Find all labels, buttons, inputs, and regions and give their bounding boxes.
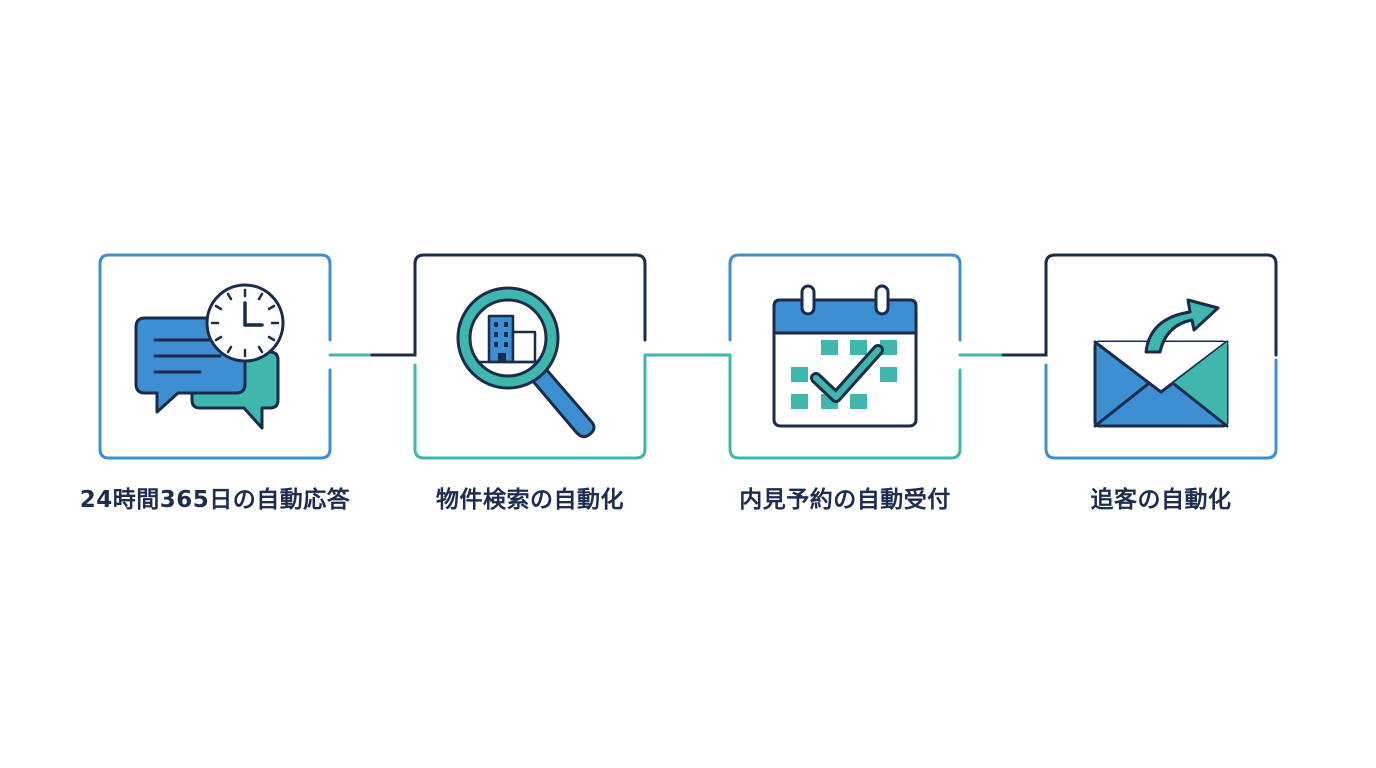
calendar-check-icon [772, 284, 918, 428]
chat-clock-icon [134, 283, 285, 430]
envelope-forward-icon [1093, 298, 1229, 428]
step-label-4: 追客の自動化 [1090, 487, 1232, 513]
magnifier-building-icon [456, 286, 596, 439]
connector-1-2 [328, 293, 417, 357]
connector-2-3 [643, 353, 732, 417]
step-label-2: 物件検索の自動化 [436, 487, 624, 513]
step-frame-4 [1044, 253, 1278, 460]
step-label-1: 24時間365日の自動応答 [79, 487, 351, 513]
step-label-3: 内見予約の自動受付 [739, 487, 951, 513]
connector-3-4 [958, 293, 1048, 357]
step-frame-1 [98, 253, 332, 460]
step-frame-3 [728, 253, 962, 460]
step-frame-2 [413, 253, 647, 460]
